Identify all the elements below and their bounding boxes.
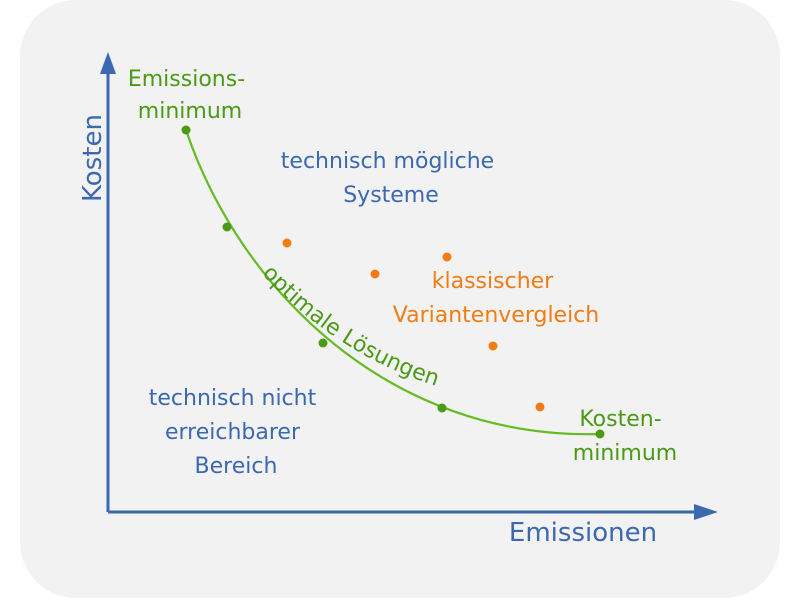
feasible-region-line-2: Systeme — [343, 183, 439, 208]
pareto-point — [437, 403, 447, 413]
infeasible-region-line-2: erreichbarer — [165, 420, 301, 445]
classic-points — [282, 238, 545, 412]
infeasible-region-label: technisch nicht erreichbarer Bereich — [149, 386, 323, 479]
diagram-panel — [20, 0, 780, 598]
pareto-point — [318, 338, 328, 348]
pareto-point — [595, 429, 605, 439]
emissions-minimum-line-1: Emissions- — [128, 67, 245, 92]
feasible-region-label: technisch mögliche Systeme — [281, 149, 501, 208]
infeasible-region-line-3: Bereich — [195, 454, 278, 479]
classic-point — [535, 402, 545, 412]
classic-point — [442, 252, 452, 262]
kosten-minimum-line-1: Kosten- — [579, 407, 661, 432]
axes — [100, 52, 718, 520]
y-axis-label: Kosten — [78, 114, 108, 202]
y-axis-arrow-icon — [100, 52, 116, 74]
pareto-points — [181, 125, 605, 439]
classic-comparison-line-1: klassischer — [432, 269, 554, 294]
kosten-minimum-label: Kosten- minimum — [573, 407, 677, 466]
feasible-region-line-1: technisch mögliche — [281, 149, 494, 174]
pareto-front-curve — [184, 129, 601, 436]
classic-point — [370, 269, 380, 279]
x-axis-label: Emissionen — [509, 518, 657, 548]
x-axis-arrow-icon — [694, 504, 718, 520]
emissions-minimum-line-2: minimum — [138, 99, 242, 124]
kosten-minimum-line-2: minimum — [573, 441, 677, 466]
classic-comparison-label: klassischer Variantenvergleich — [393, 269, 600, 328]
classic-comparison-line-2: Variantenvergleich — [393, 303, 600, 328]
classic-point — [282, 238, 292, 248]
infeasible-region-line-1: technisch nicht — [149, 386, 317, 411]
pareto-point — [181, 125, 191, 135]
pareto-point — [222, 222, 232, 232]
emissions-minimum-label: Emissions- minimum — [128, 67, 252, 124]
classic-point — [488, 341, 498, 351]
